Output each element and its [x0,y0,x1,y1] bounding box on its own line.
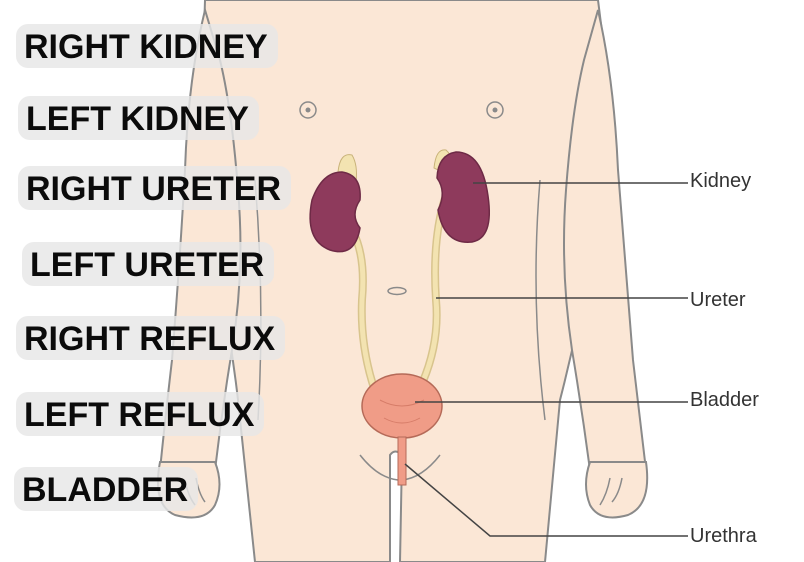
label-kidney: Kidney [690,170,752,192]
nipple-right [486,101,504,119]
left-ureter-button[interactable]: LEFT URETER [22,242,275,286]
label-urethra: Urethra [690,525,757,547]
left-kidney-button[interactable]: LEFT KIDNEY [18,96,259,140]
label-ureter: Ureter [690,289,746,311]
label-bladder: Bladder [690,389,759,411]
right-reflux-button[interactable]: RIGHT REFLUX [16,316,286,360]
left-reflux-button[interactable]: LEFT REFLUX [16,392,265,436]
navel [387,286,407,296]
hand-right [585,461,649,519]
right-ureter-button[interactable]: RIGHT URETER [18,166,291,210]
kidney-right [309,171,361,253]
right-kidney-button[interactable]: RIGHT KIDNEY [16,24,278,68]
nipple-left [299,101,317,119]
urethra-organ [397,436,407,486]
bladder-button[interactable]: BLADDER [14,467,199,511]
leader-urethra [404,463,688,537]
